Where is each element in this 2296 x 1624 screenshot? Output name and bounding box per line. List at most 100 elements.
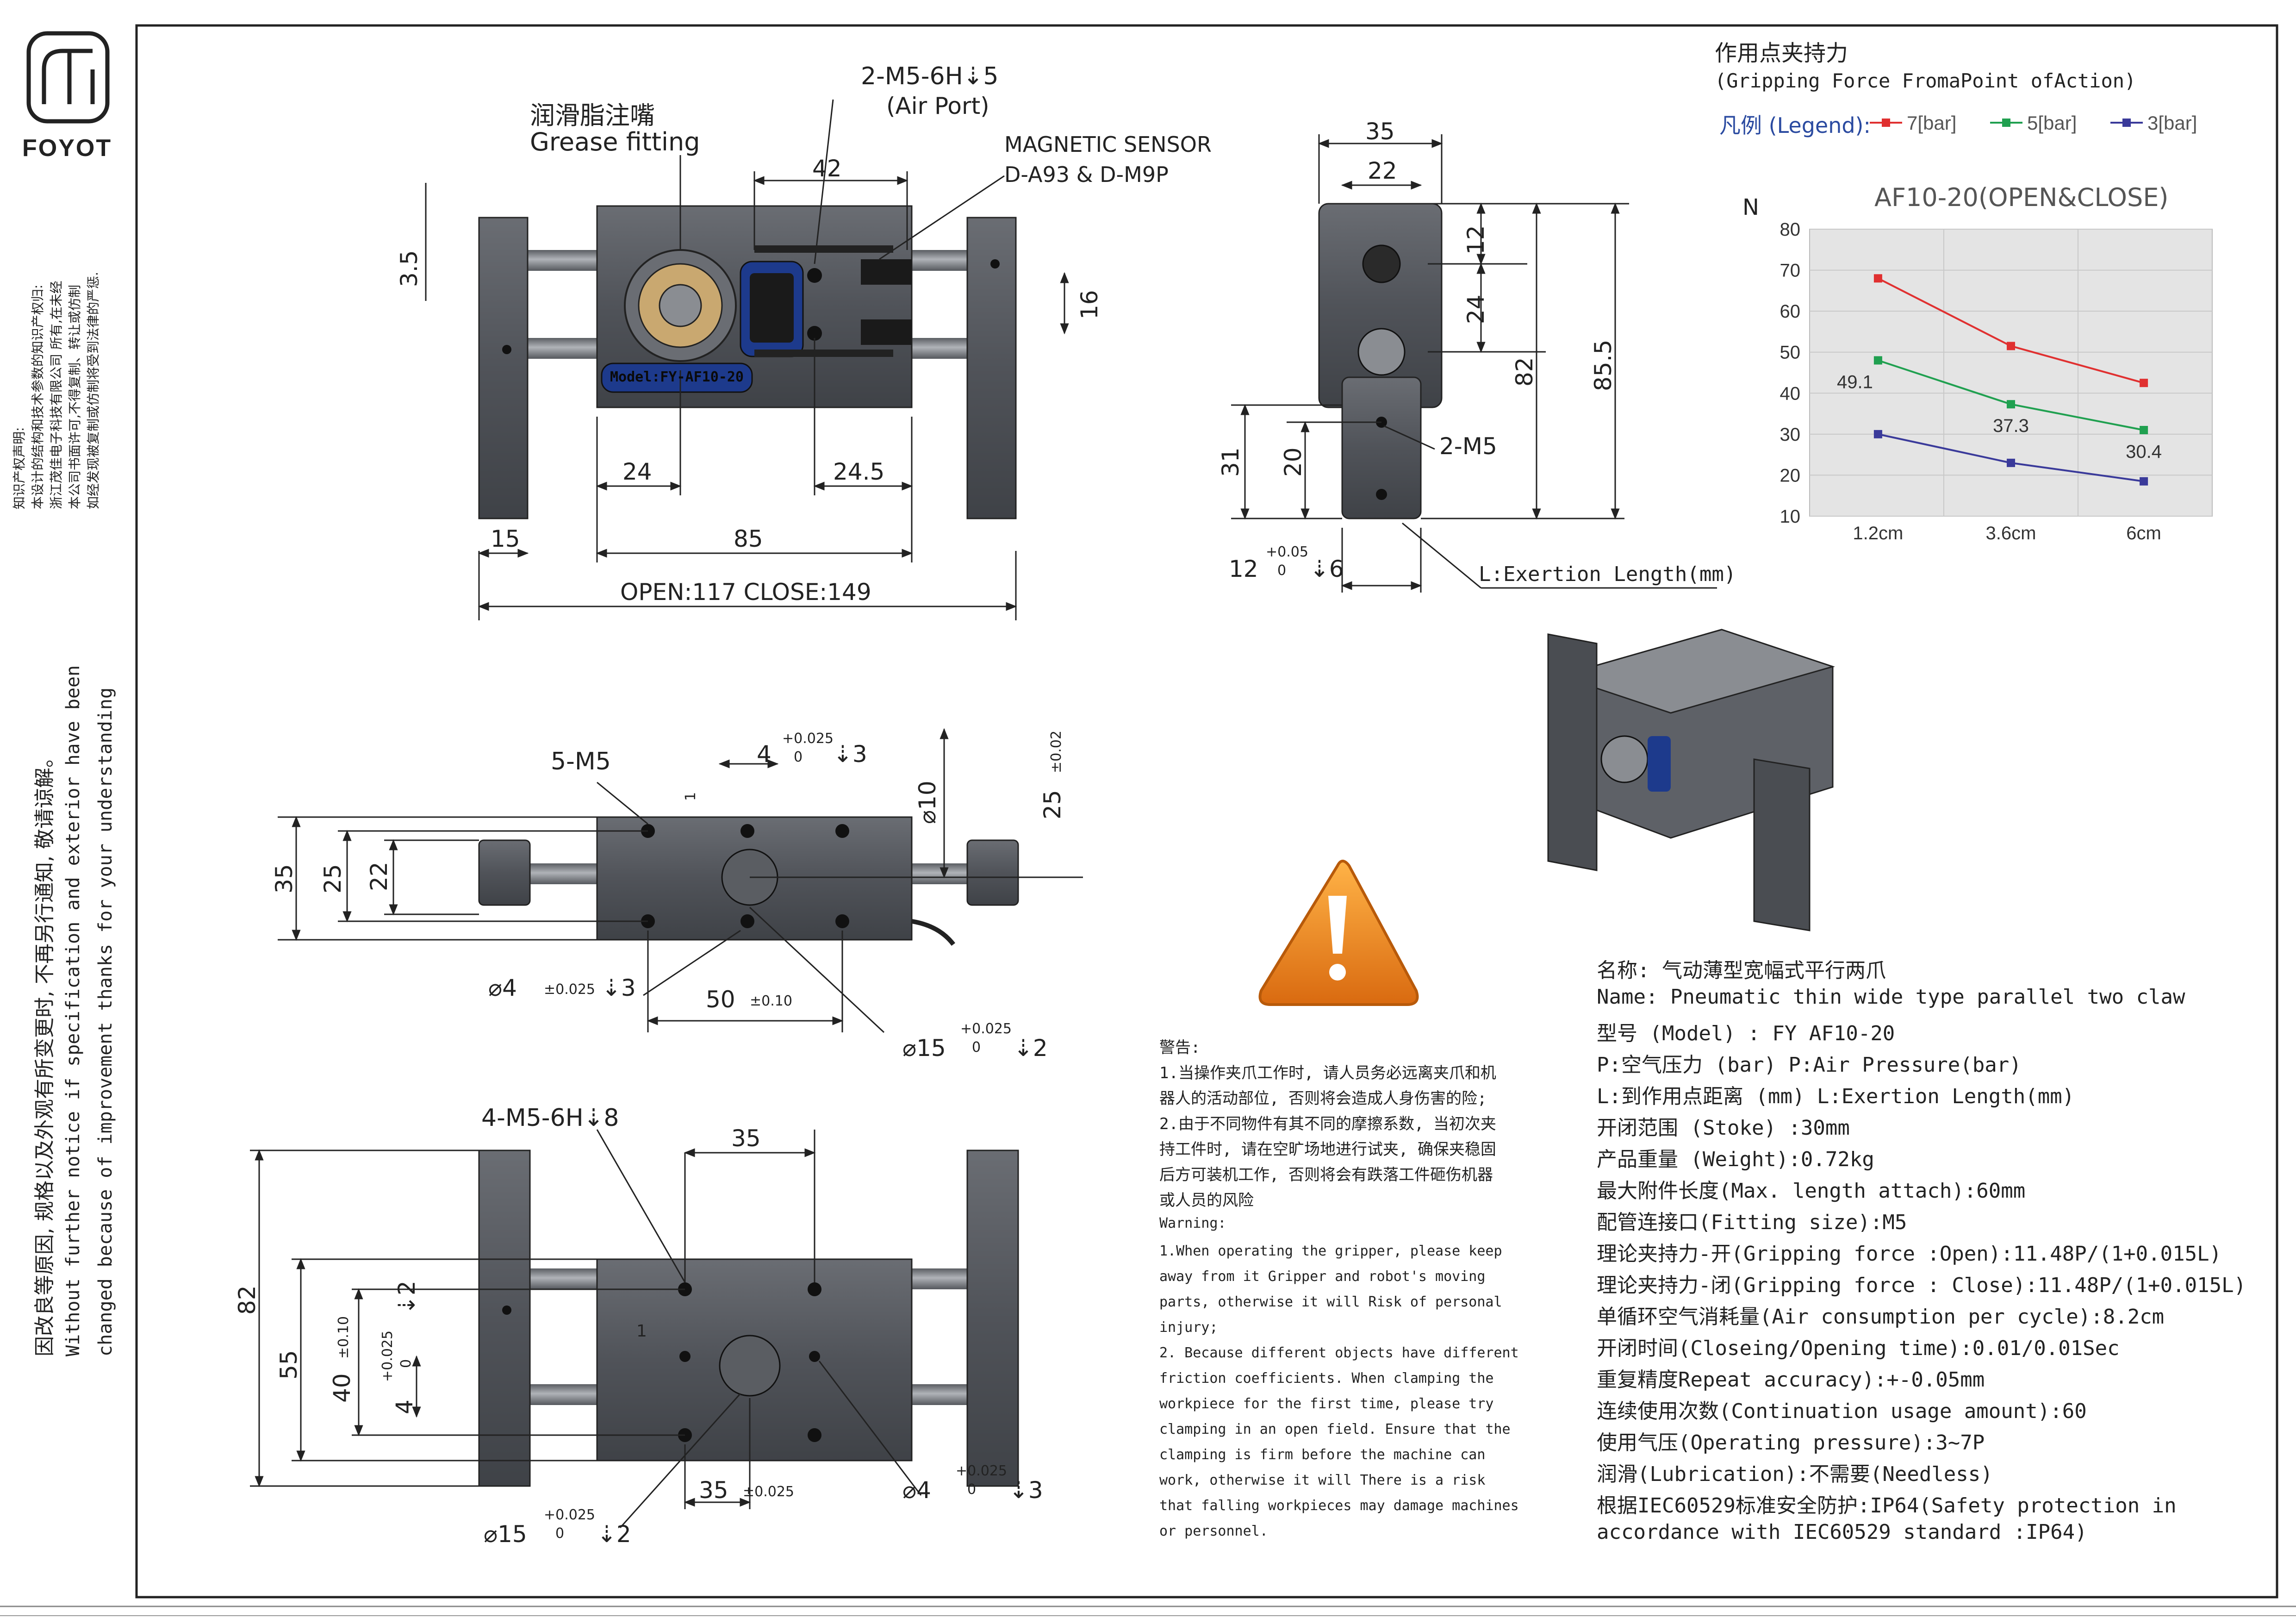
grease-fitting-label-cn: 润滑脂注嘴 bbox=[530, 101, 655, 130]
warning-en-6: friction coefficients. When clamping the bbox=[1159, 1370, 1494, 1387]
grease-fitting-label-en: Grease fitting bbox=[530, 127, 700, 156]
spec-line-12: 单循环空气消耗量(Air consumption per cycle):8.2c… bbox=[1597, 1305, 2165, 1329]
front-dim-4: 4 bbox=[391, 1399, 418, 1414]
side-view bbox=[1318, 203, 1443, 519]
warning-en-12: or personnel. bbox=[1159, 1523, 1268, 1539]
front-view bbox=[478, 1149, 1019, 1487]
chart-legend: 7[bar] 5[bar] 3[bar] bbox=[1870, 112, 2197, 134]
bottom-tol-lower-2: 0 bbox=[972, 1039, 981, 1056]
side-dim-82: 82 bbox=[1511, 357, 1538, 387]
front-dim-40: 40 bbox=[329, 1373, 355, 1403]
dim-3-5: 3.5 bbox=[396, 250, 423, 287]
chart-legend-marker bbox=[2122, 119, 2131, 127]
bottom-dim-25-right: 25 bbox=[1039, 790, 1066, 819]
spec-line-15: 连续使用次数(Continuation usage amount):60 bbox=[1597, 1399, 2087, 1423]
change-notice-cn: 因改良等原因, 规格以及外观有所变更时, 不再另行通知, 敬请谅解。 bbox=[33, 747, 56, 1356]
warning-en-11: that falling workpieces may damage machi… bbox=[1159, 1498, 1519, 1514]
bottom-dia-10: ⌀10 bbox=[914, 781, 941, 824]
change-notice: 因改良等原因, 规格以及外观有所变更时, 不再另行通知, 敬请谅解。 Witho… bbox=[28, 665, 116, 1361]
dim-15: 15 bbox=[491, 525, 520, 552]
side-tol-upper: +0.05 bbox=[1266, 544, 1308, 560]
chart-data-point bbox=[2007, 400, 2015, 409]
chart-data-point bbox=[2007, 458, 2015, 467]
dim-42: 42 bbox=[812, 155, 842, 182]
brand-name: FOYOT bbox=[22, 135, 112, 162]
top-view-dimensions bbox=[425, 99, 1069, 620]
front-tol-lower-3: 0 bbox=[967, 1481, 977, 1498]
chart-y-tick-label: 10 bbox=[1780, 506, 1801, 527]
chart-data-point bbox=[1873, 356, 1882, 365]
warning-en-1: 1.When operating the gripper, please kee… bbox=[1159, 1243, 1502, 1259]
spec-line-1: 名称: 气动薄型宽幅式平行两爪 bbox=[1597, 959, 1886, 982]
bottom-dim-22: 22 bbox=[366, 862, 392, 891]
warning-en-3: parts, otherwise it will Risk of persona… bbox=[1159, 1294, 1502, 1310]
front-dim-35: 35 bbox=[731, 1125, 761, 1152]
front-depth-2: ⇣2 bbox=[393, 1280, 420, 1315]
warning-cn-5: 后方可装机工作, 否则将会有跌落工件砸伤机器 bbox=[1159, 1166, 1493, 1184]
chart-series bbox=[1873, 274, 2148, 486]
warning-en-8: clamping in an open field. Ensure that t… bbox=[1159, 1421, 1511, 1437]
bottom-dim-35: 35 bbox=[271, 864, 298, 893]
warning-cn-4: 持工件时, 请在空旷场地进行试夹, 确保夹稳固 bbox=[1159, 1140, 1496, 1159]
chart-legend-entry: 5[bar] bbox=[2027, 112, 2077, 134]
chart-data-point bbox=[2007, 342, 2015, 350]
chart-y-tick-label: 60 bbox=[1780, 301, 1801, 322]
front-dim-35b: 35 bbox=[699, 1477, 728, 1504]
chart-legend-entry: 7[bar] bbox=[1907, 112, 1956, 134]
chart-y-tick-label: 70 bbox=[1780, 261, 1801, 281]
front-depth-2b: ⇣2 bbox=[597, 1521, 631, 1548]
spec-line-13: 开闭时间(Closeing/Opening time):0.01/0.01Sec bbox=[1597, 1337, 2120, 1360]
spec-line-5: L:到作用点距离 (mm) L:Exertion Length(mm) bbox=[1597, 1085, 2075, 1108]
chart-data-label: 49.1 bbox=[1837, 372, 1873, 392]
ip-line-3: 浙江茂佳电子科技有限公司 所有,在未经 bbox=[49, 281, 64, 509]
spec-line-18: 根据IEC60529标准安全防护:IP64(Safety protection … bbox=[1597, 1494, 2177, 1518]
bottom-dim-4: 4 bbox=[757, 741, 772, 768]
ip-line-4: 本公司书面许可,不得复制、转让或仿制 bbox=[67, 285, 82, 509]
spec-line-9: 配管连接口(Fitting size):M5 bbox=[1597, 1211, 1907, 1234]
front-tol-lower: 0 bbox=[398, 1359, 414, 1368]
bottom-depth-3: ⇣3 bbox=[833, 741, 867, 768]
spec-line-2: Name: Pneumatic thin wide type parallel … bbox=[1597, 985, 2185, 1009]
bottom-tol-0-025: ±0.025 bbox=[544, 981, 596, 998]
bottom-view-dimensions bbox=[278, 728, 1083, 1033]
chart-data-point bbox=[1873, 430, 1882, 438]
front-view-dimensions bbox=[250, 1129, 922, 1529]
chart-legend-marker bbox=[2002, 119, 2010, 127]
chart-data-point bbox=[1873, 274, 1882, 283]
chart-legend-entry: 3[bar] bbox=[2147, 112, 2197, 134]
warning-cn-2: 器人的活动部位, 否则将会造成人身伤害的险; bbox=[1159, 1089, 1487, 1108]
bottom-dim-50: 50 bbox=[706, 986, 735, 1013]
warning-cn-1: 1.当操作夹爪工作时, 请人员务必远离夹爪和机 bbox=[1159, 1064, 1496, 1082]
chart-x-tick-label: 6cm bbox=[2126, 523, 2161, 543]
side-dim-24: 24 bbox=[1462, 294, 1489, 324]
change-notice-en-1: Without further notice if specification … bbox=[62, 665, 84, 1356]
model-plate-text: Model:FY-AF10-20 bbox=[610, 369, 744, 385]
warning-en-7: workpiece for the first time, please try bbox=[1159, 1396, 1494, 1412]
front-tol-upper: +0.025 bbox=[380, 1330, 396, 1382]
bottom-dia-4: ⌀4 bbox=[488, 974, 517, 1001]
spec-line-14: 重复精度Repeat accuracy):+-0.05mm bbox=[1597, 1368, 1985, 1392]
chart-data-point bbox=[2140, 477, 2148, 486]
side-thread-2-m5: 2-M5 bbox=[1439, 433, 1497, 460]
ip-line-5: 如经发现被复制或仿制将受到法律的严惩. bbox=[86, 272, 101, 509]
chart-data-point bbox=[2140, 379, 2148, 387]
side-dim-35: 35 bbox=[1365, 118, 1395, 145]
warning-en-4: injury; bbox=[1159, 1319, 1218, 1336]
warning-en-10: work, otherwise it will There is a risk bbox=[1159, 1472, 1486, 1488]
warning-en-title: Warning: bbox=[1159, 1215, 1226, 1231]
front-thread-4-m5: 4-M5-6H⇣8 bbox=[481, 1104, 619, 1132]
bottom-tol-0-02: ±0.02 bbox=[1048, 731, 1064, 773]
chart-ylabel: N bbox=[1742, 194, 1759, 220]
spec-line-6: 开闭范围 (Stoke) :30mm bbox=[1597, 1116, 1850, 1140]
dim-open-close: OPEN:117 CLOSE:149 bbox=[620, 579, 871, 606]
bottom-dim-25: 25 bbox=[319, 864, 346, 893]
foyot-logo bbox=[26, 31, 110, 124]
chart-y-tick-label: 30 bbox=[1780, 425, 1801, 445]
warning-en-2: away from it Gripper and robot's moving bbox=[1159, 1268, 1486, 1285]
ip-line-1: 知识产权声明: bbox=[12, 427, 27, 509]
dim-85: 85 bbox=[734, 525, 763, 552]
